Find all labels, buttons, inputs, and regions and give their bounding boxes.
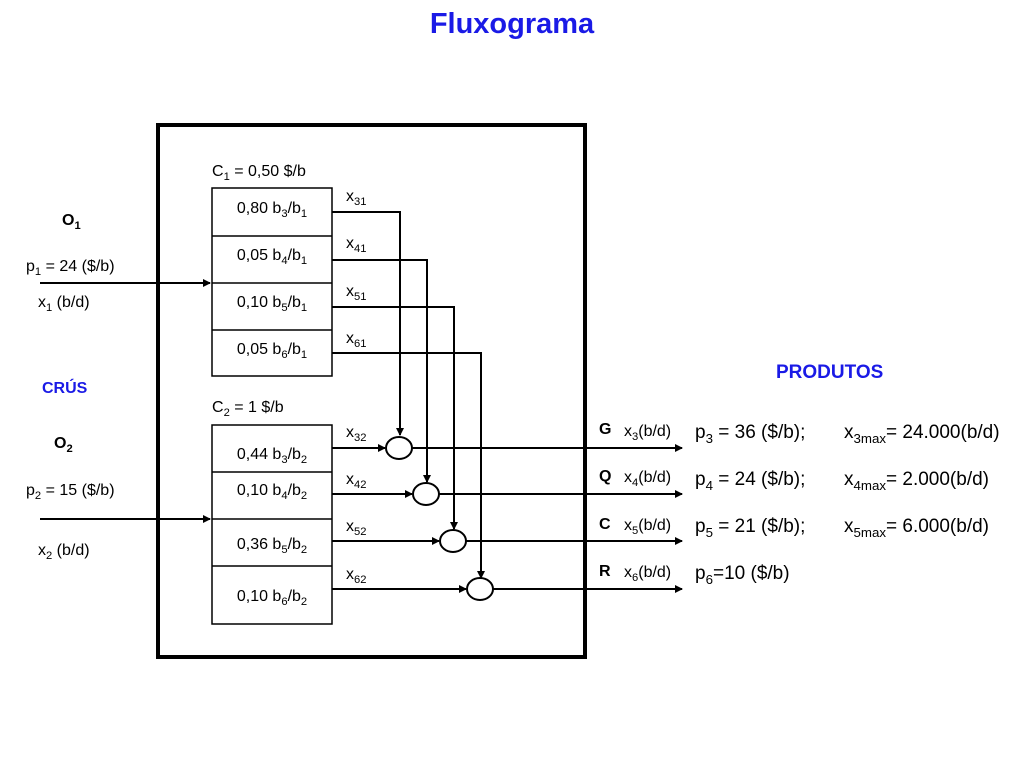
product-letter-g: G <box>599 421 612 438</box>
stream-label-x31: x31 <box>346 188 367 208</box>
stream-label-x42: x42 <box>346 471 367 491</box>
unit1-cost: C1 = 0,50 $/b <box>212 163 306 183</box>
stream-label-x52: x52 <box>346 518 367 538</box>
unit2-box <box>211 424 333 625</box>
product-max-q: x4max= 2.000(b/d) <box>844 469 990 493</box>
unit2-yield-4: 0,10 b6/b2 <box>236 588 308 608</box>
unit2-yield-2: 0,10 b4/b2 <box>236 482 308 502</box>
crude2-flow: x2 (b/d) <box>38 542 90 562</box>
stream-label-x62: x62 <box>346 566 367 586</box>
product-price-r: p6=10 ($/b) <box>695 563 790 587</box>
product-letter-c: C <box>599 516 611 533</box>
mixer-4 <box>412 482 440 506</box>
product-price-g: p3 = 36 ($/b); <box>695 422 806 446</box>
stream-label-x32: x32 <box>346 424 367 444</box>
stream-x41 <box>332 259 431 483</box>
unit2-cost: C2 = 1 $/b <box>212 399 284 419</box>
product-letter-r: R <box>599 563 611 580</box>
product-price-q: p4 = 24 ($/b); <box>695 469 806 493</box>
unit1-yield-1: 0,80 b3/b1 <box>236 200 308 220</box>
crude2-name: O2 <box>54 435 73 455</box>
stream-x61 <box>332 352 485 579</box>
product-flow-g: x3(b/d) <box>624 423 672 443</box>
unit1-yield-4: 0,05 b6/b1 <box>236 341 308 361</box>
unit1-yield-2: 0,05 b4/b1 <box>236 247 308 267</box>
crude1-name: O1 <box>62 212 81 232</box>
stream-x31 <box>332 211 404 436</box>
crude1-price: p1 = 24 ($/b) <box>26 258 115 278</box>
mixer-6 <box>466 577 494 601</box>
product-flow-r: x6(b/d) <box>624 564 672 584</box>
product-max-c: x5max= 6.000(b/d) <box>844 516 990 540</box>
refinery-box <box>156 123 587 659</box>
stream-label-x51: x51 <box>346 283 367 303</box>
product-price-c: p5 = 21 ($/b); <box>695 516 806 540</box>
crus-label: CRÚS <box>42 380 88 397</box>
unit2-yield-3: 0,36 b5/b2 <box>236 536 308 556</box>
crude1-flow: x1 (b/d) <box>38 294 90 314</box>
unit1-box <box>211 187 333 377</box>
stream-x51 <box>332 306 458 530</box>
unit1-yield-3: 0,10 b5/b1 <box>236 294 308 314</box>
product-flow-q: x4(b/d) <box>624 469 672 489</box>
page-title: Fluxograma <box>429 8 595 40</box>
mixer-3 <box>385 436 413 460</box>
stream-label-x61: x61 <box>346 330 367 350</box>
produtos-label: PRODUTOS <box>776 362 884 383</box>
product-flow-c: x5(b/d) <box>624 517 672 537</box>
product-max-g: x3max= 24.000(b/d) <box>844 422 1000 446</box>
unit2-yield-1: 0,44 b3/b2 <box>236 446 308 466</box>
mixer-5 <box>439 529 467 553</box>
crude2-price: p2 = 15 ($/b) <box>26 482 115 502</box>
stream-label-x41: x41 <box>346 235 367 255</box>
product-letter-q: Q <box>599 468 612 485</box>
